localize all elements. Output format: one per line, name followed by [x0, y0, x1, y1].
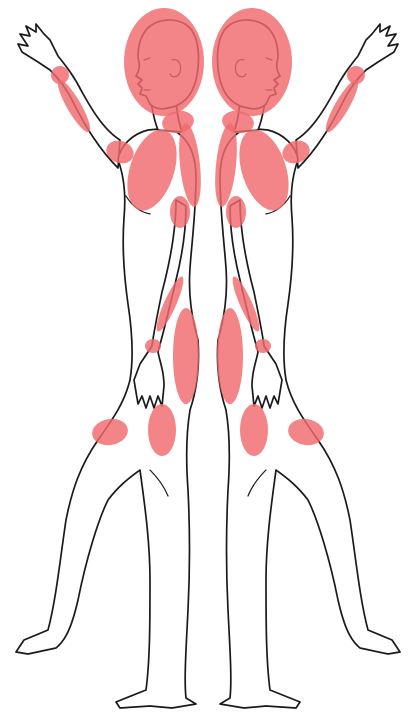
left-figure — [16, 8, 204, 708]
right-figure — [212, 8, 400, 708]
